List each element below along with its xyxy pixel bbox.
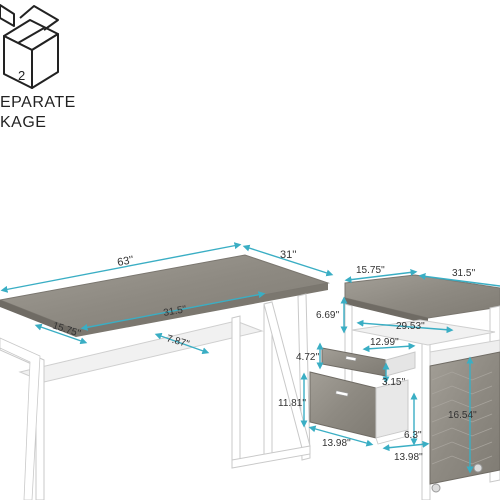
label-cab-top-width: 31.5'' [452, 268, 475, 279]
label-cab-door-height: 16.54'' [448, 410, 477, 421]
dim-line-cab-door-depth [382, 440, 430, 452]
cabinet-inner-back [429, 339, 500, 367]
label-drawer-depth: 13.98'' [322, 438, 351, 449]
dim-line-desk-shelf-depth [154, 332, 210, 355]
label-cab-bottom-gap: 6.3'' [404, 430, 422, 441]
label-cab-shelf-height: 6.69'' [316, 310, 339, 321]
label-drawer-small-height: 4.72'' [296, 352, 319, 363]
drawer-small [321, 347, 416, 377]
label-cab-top-depth: 15.75'' [356, 265, 385, 276]
package-box-icon [0, 4, 59, 89]
cabinet-top-edge [345, 298, 428, 324]
cabinet-door [429, 351, 500, 485]
label-desk-length: 63'' [116, 254, 134, 269]
caster-wheel-front [431, 483, 441, 493]
package-label-line1: EPARATE [0, 94, 76, 111]
label-drawer-gap: 3.15'' [382, 377, 405, 388]
desk-left-frame [0, 339, 45, 500]
label-desk-inner-width: 31.5'' [163, 304, 188, 319]
dim-line-desk-length [0, 242, 242, 293]
dim-line-cab-top-width [418, 272, 500, 287]
label-drawer-large-height: 11.81'' [278, 398, 306, 409]
desk-right-frame [231, 293, 311, 469]
caster-wheel [473, 463, 483, 473]
desk [0, 254, 330, 500]
dim-line-desk-depth [242, 244, 334, 277]
label-cab-door-depth: 13.98'' [394, 452, 423, 463]
label-cab-shelf-width: 29.53'' [396, 321, 425, 332]
dimension-lines [0, 242, 500, 474]
dim-line-drawer-depth [308, 425, 374, 447]
dim-line-drawer-width [362, 342, 416, 353]
dim-line-cab-shelf-width [356, 319, 454, 334]
package-box-number: 2 [18, 68, 25, 83]
dim-line-desk-inner-width [80, 291, 266, 331]
package-label-line2: KAGE [0, 114, 47, 131]
dim-line-desk-inner-depth [34, 323, 88, 345]
cabinet-left-post [344, 303, 353, 393]
label-desk-depth: 31'' [280, 249, 296, 261]
dim-line-cab-top-depth [344, 268, 418, 284]
cabinet-door-chevron [431, 371, 493, 465]
drawer-large [309, 371, 409, 445]
cabinet-front-post [421, 321, 431, 500]
label-drawer-width: 12.99'' [370, 337, 399, 348]
desk-left-leg [0, 337, 41, 500]
cabinet-top [344, 274, 500, 319]
